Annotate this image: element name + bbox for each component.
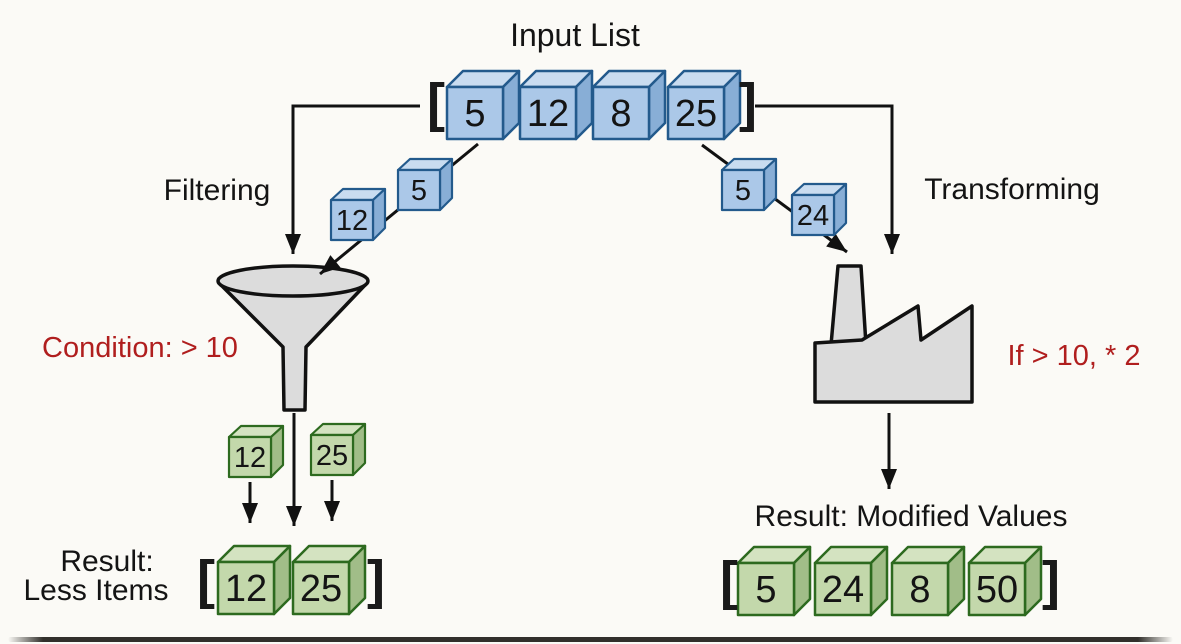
result-bracket-close: ] <box>367 550 385 610</box>
factory-icon <box>813 264 974 404</box>
filter-result-label-line1: Result: <box>60 545 153 578</box>
falling-cube-value: 5 <box>411 175 427 207</box>
input-cube-value: 8 <box>610 93 631 135</box>
result-cube-value: 8 <box>909 569 930 611</box>
result-cube-value: 25 <box>300 568 342 610</box>
result-cube-value: 50 <box>976 569 1018 611</box>
result-cube-value: 24 <box>822 569 864 611</box>
input-cube-value: 25 <box>675 93 717 135</box>
branch-label-filtering: Filtering <box>164 174 271 207</box>
result-cube-value: 5 <box>755 569 776 611</box>
passed-cube-value: 12 <box>234 442 266 474</box>
input-bracket-close: ] <box>739 73 757 133</box>
transform-rule-label: If > 10, * 2 <box>1007 340 1140 372</box>
falling-cube-value: 12 <box>336 205 368 237</box>
input-cube-value: 12 <box>527 93 569 135</box>
passed-cube-value: 25 <box>316 440 348 472</box>
falling-cube-value: 24 <box>797 200 829 232</box>
result-cube-value: 12 <box>225 568 267 610</box>
card-bottom-edge <box>8 637 1173 642</box>
result-bracket-close: ] <box>1042 551 1060 611</box>
filter-result-list: 12 25 [ ] <box>197 544 385 616</box>
input-list-title: Input List <box>510 17 640 53</box>
arrow-input-to-funnel <box>285 104 420 254</box>
falling-cube-value: 5 <box>735 175 751 207</box>
result-bracket-open: [ <box>197 550 215 610</box>
filter-result-label-line2: Less Items <box>23 574 168 607</box>
transform-result-list: 5 24 8 50 [ ] <box>720 545 1060 617</box>
branch-label-transforming: Transforming <box>924 173 1100 206</box>
input-cube-value: 5 <box>464 93 485 135</box>
input-bracket-open: [ <box>427 73 445 133</box>
arrow-input-to-factory <box>755 104 900 254</box>
input-list: 5 12 8 25 [ ] <box>427 69 757 141</box>
transform-result-label: Result: Modified Values <box>755 500 1068 533</box>
filter-condition-label: Condition: > 10 <box>42 332 238 364</box>
result-bracket-open: [ <box>720 551 738 611</box>
funnel-icon <box>216 264 370 412</box>
